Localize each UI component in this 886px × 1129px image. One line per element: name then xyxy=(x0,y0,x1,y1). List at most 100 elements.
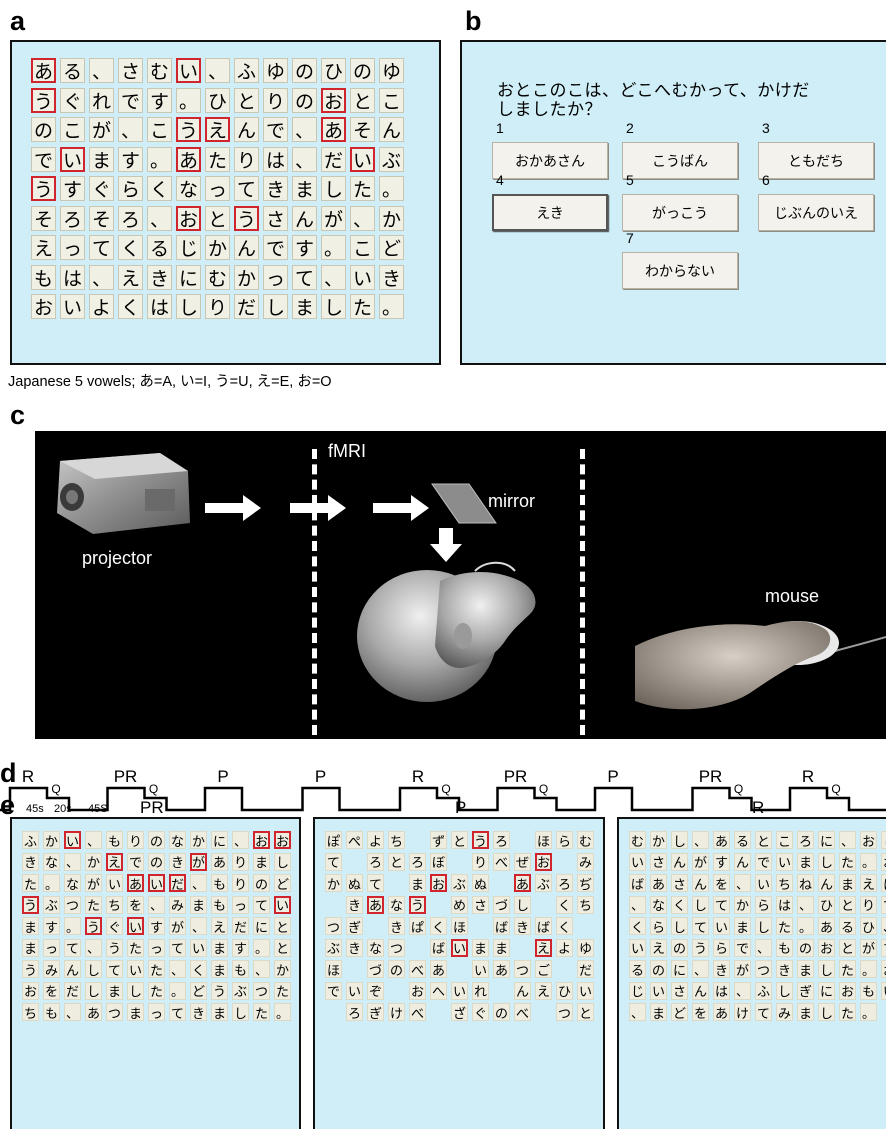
pr-grid-cell: て xyxy=(169,938,186,957)
r-grid-cell: ら xyxy=(755,895,772,914)
r-grid-cell: て xyxy=(692,917,709,936)
pr-grid-cell: 。 xyxy=(169,981,186,1000)
grid-cell: よ xyxy=(89,294,114,319)
r-grid-cell: え xyxy=(650,938,667,957)
p-grid-cell: て xyxy=(325,852,342,871)
answer-option-button[interactable]: こうばん xyxy=(622,142,738,179)
pr-grid-cell: み xyxy=(169,895,186,914)
pr-grid-cell: て xyxy=(169,1003,186,1022)
question-label: Q xyxy=(831,782,840,796)
grid-cell: っ xyxy=(263,264,288,290)
answer-option-button[interactable]: ともだち xyxy=(758,142,874,179)
r-grid-cell: た xyxy=(776,917,793,936)
pr-grid-cell: か xyxy=(43,831,60,850)
pr-grid-cell: り xyxy=(127,831,144,850)
grid-cell: が xyxy=(89,117,114,142)
r-grid-cell: る xyxy=(629,960,646,979)
r-grid-cell: け xyxy=(734,1003,751,1022)
answer-option-button[interactable]: じぶんのいえ xyxy=(758,194,874,231)
grid-cell: だ xyxy=(234,294,259,319)
pr-grid-cell: て xyxy=(106,960,123,979)
grid-cell: う xyxy=(176,117,201,142)
r-grid-cell: も xyxy=(776,938,793,957)
pr-grid-cell: ま xyxy=(253,852,270,871)
grid-cell: あ xyxy=(31,58,56,83)
pr-title: PR xyxy=(140,798,164,817)
grid-cell: ん xyxy=(379,117,404,142)
grid-cell: と xyxy=(350,87,375,113)
grid-cell: こ xyxy=(350,235,375,260)
question-text: おとこのこは、どこへむかって、かけだ しましたか？ xyxy=(497,82,810,120)
p-grid-cell: で xyxy=(325,981,342,1000)
grid-cell: ら xyxy=(118,176,143,201)
r-grid-cell: も xyxy=(860,981,877,1000)
grid-cell: る xyxy=(60,58,85,83)
pr-grid-cell: も xyxy=(211,895,228,914)
p-grid-cell: ほ xyxy=(535,831,552,850)
answer-option-button[interactable]: おかあさん xyxy=(492,142,608,179)
panel-c-setup: fMRI mirror projector mouse xyxy=(35,431,886,739)
p-grid-cell xyxy=(451,853,468,871)
p-grid-cell: ば xyxy=(430,938,447,957)
r-grid-cell: お xyxy=(860,831,877,850)
pr-grid-cell: ま xyxy=(106,981,123,1000)
p-grid-cell: ほ xyxy=(451,917,468,936)
r-grid-cell: の xyxy=(671,938,688,957)
r-grid-cell: す xyxy=(881,938,886,957)
p-grid-cell: く xyxy=(556,917,573,936)
p-grid-cell: あ xyxy=(493,960,510,979)
answer-option-button[interactable]: わからない xyxy=(622,252,738,289)
p-grid-cell xyxy=(514,939,531,957)
grid-cell: 。 xyxy=(176,87,201,113)
grid-cell: と xyxy=(205,205,230,231)
p-grid-cell: お xyxy=(409,981,426,1000)
grid-cell: で xyxy=(31,146,56,172)
pr-grid-cell: が xyxy=(169,917,186,936)
grid-cell: か xyxy=(234,264,259,290)
r-grid-cell: す xyxy=(713,852,730,871)
grid-cell: さ xyxy=(118,58,143,83)
p-grid-cell xyxy=(325,896,342,914)
r-grid-cell: き xyxy=(713,960,730,979)
p-grid-cell: つ xyxy=(388,938,405,957)
projector-label: projector xyxy=(82,548,153,568)
pr-grid-cell: ま xyxy=(190,895,207,914)
p-grid-cell: ま xyxy=(493,938,510,957)
grid-cell: ん xyxy=(234,117,259,142)
pr-grid-cell: き xyxy=(190,1003,207,1022)
pr-grid-cell: に xyxy=(211,831,228,850)
grid-cell: 、 xyxy=(292,117,317,142)
grid-cell: あ xyxy=(321,117,346,142)
block-label: R xyxy=(802,770,814,786)
p-grid-cell: と xyxy=(388,852,405,871)
p-grid-cell: ご xyxy=(535,960,552,979)
p-grid-cell: あ xyxy=(367,895,384,914)
r-grid-cell: ま xyxy=(797,852,814,871)
answer-option-button[interactable]: えき xyxy=(492,194,608,231)
p-grid-cell xyxy=(346,960,363,978)
pr-grid: ふかい、もりのなかに、おおきな、かえでのきがありました。ながいあいだ、もりのどう… xyxy=(22,831,295,1025)
pr-grid-cell: う xyxy=(106,938,123,957)
pr-grid-cell: き xyxy=(22,852,39,871)
block-label: P xyxy=(315,770,326,786)
pr-grid-cell: た xyxy=(148,981,165,1000)
p-grid-cell: だ xyxy=(577,960,594,979)
design-timeline xyxy=(0,786,886,812)
p-grid-cell: づ xyxy=(367,960,384,979)
answer-option-button[interactable]: がっこう xyxy=(622,194,738,231)
pr-grid-cell: み xyxy=(43,960,60,979)
pr-grid-cell: い xyxy=(190,938,207,957)
p-grid-cell: ざ xyxy=(451,1003,468,1022)
p-grid-cell: よ xyxy=(367,831,384,850)
grid-cell: こ xyxy=(379,87,404,113)
grid-cell: で xyxy=(263,235,288,260)
panel-e-pr-screen: ふかい、もりのなかに、おおきな、かえでのきがありました。ながいあいだ、もりのどう… xyxy=(10,817,301,1129)
pr-grid-cell: つ xyxy=(106,1003,123,1022)
panel-e-r-screen: むかし、あるところに、おじいさんがすんでいました。おばあさんを、いちねんまえに、… xyxy=(617,817,886,1129)
block-label: PR xyxy=(114,770,138,786)
r-grid-cell: う xyxy=(692,938,709,957)
grid-cell: き xyxy=(263,176,288,201)
pr-grid-cell: で xyxy=(127,852,144,871)
grid-cell: た xyxy=(205,146,230,172)
